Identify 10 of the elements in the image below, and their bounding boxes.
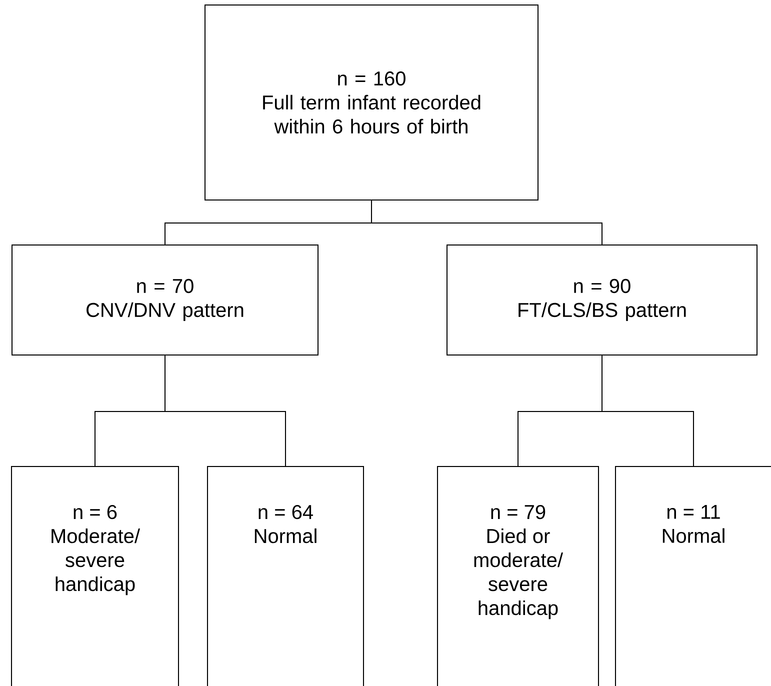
outcome-box: n = 11 Normal — [615, 466, 771, 686]
connector-line — [371, 200, 602, 245]
process-box: n = 160 Full term infant recorded within 6 hours of birth — [204, 4, 538, 200]
outcome-box: n = 64 Normal — [207, 466, 364, 686]
outcome-box: n = 79 Died or moderate/ severe handicap — [437, 466, 599, 686]
outcome-box: n = 6 Moderate/ severe handicap — [11, 466, 179, 686]
process-box: n = 70 CNV/DNV pattern — [12, 244, 318, 356]
process-box: n = 90 FT/CLS/BS pattern — [446, 244, 758, 356]
connector-line — [164, 354, 286, 467]
connector-line — [602, 354, 694, 467]
